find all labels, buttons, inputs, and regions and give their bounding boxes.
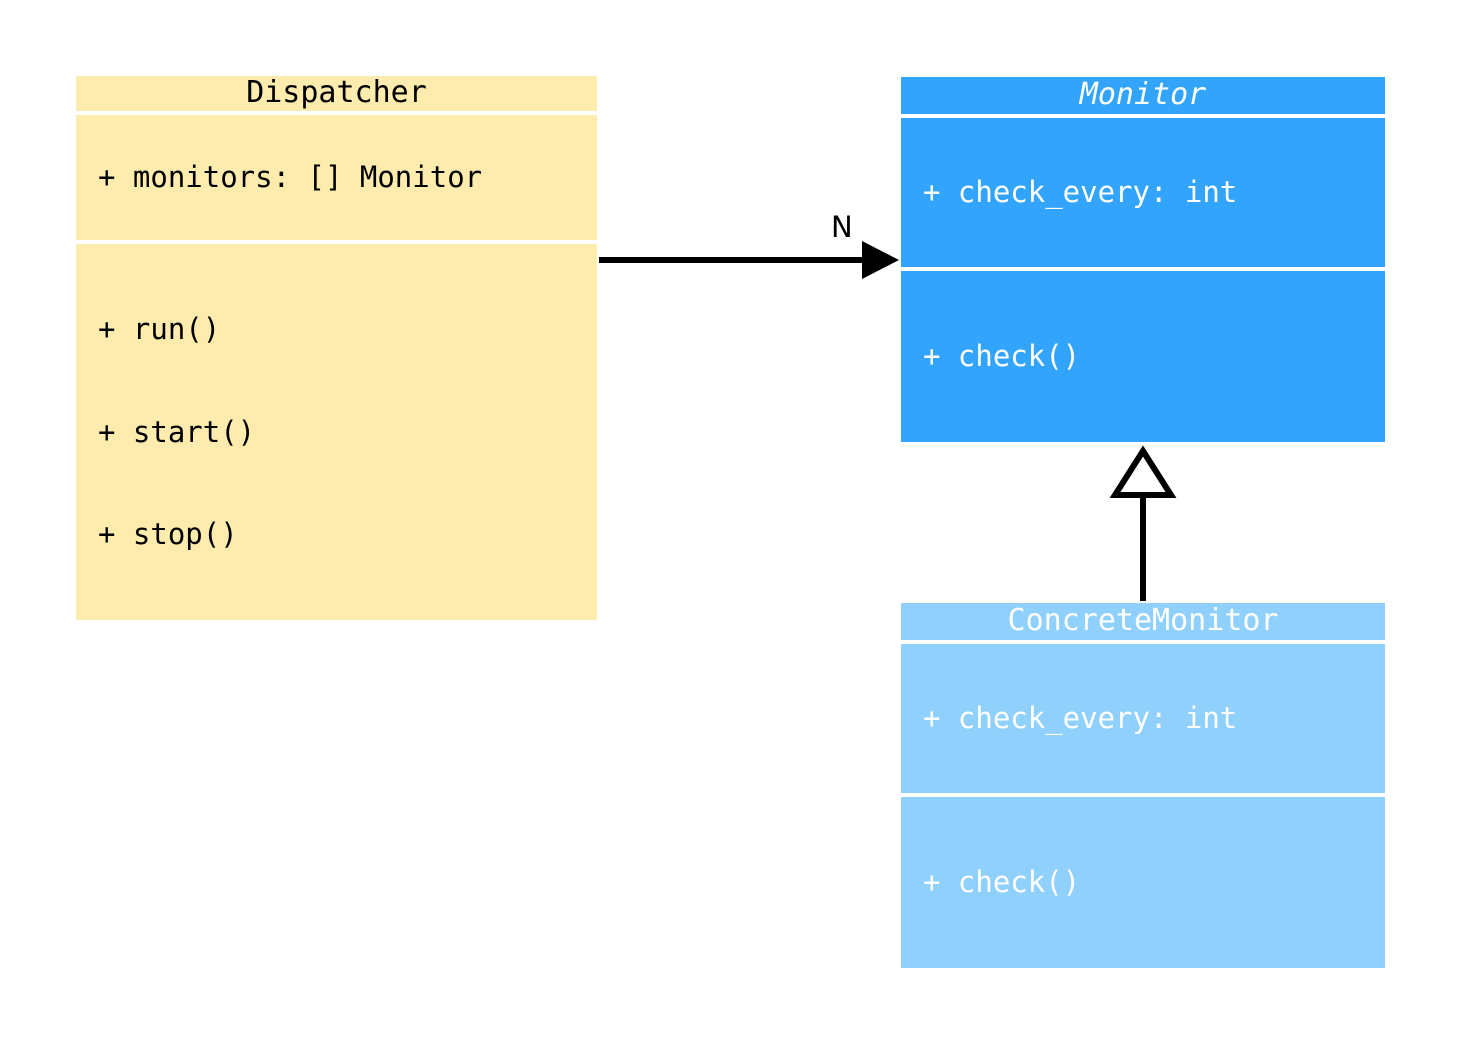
method-list-monitor: + check() (901, 271, 1385, 442)
method-item: + start() (98, 414, 256, 449)
class-attributes-dispatcher: + monitors: [] Monitor (76, 114, 597, 240)
class-header-concrete-monitor: ConcreteMonitor (901, 603, 1385, 640)
class-box-concrete-monitor[interactable]: ConcreteMonitor + check_every: int + che… (901, 603, 1385, 968)
class-header-monitor: Monitor (901, 77, 1385, 114)
class-name-dispatcher: Dispatcher (246, 75, 427, 110)
attribute-list-dispatcher: + monitors: [] Monitor (76, 91, 597, 262)
class-attributes-concrete-monitor: + check_every: int (901, 643, 1385, 793)
method-item: + run() (98, 311, 221, 346)
attribute-item: + check_every: int (923, 701, 1238, 736)
attribute-item: + check_every: int (923, 175, 1238, 210)
method-list-concrete-monitor: + check() (901, 797, 1385, 968)
relation-concrete-monitor-inherits-monitor (1109, 445, 1177, 601)
method-list-dispatcher: + run() + start() + stop() (76, 244, 597, 620)
class-methods-dispatcher: + run() + start() + stop() (76, 243, 597, 620)
class-methods-monitor: + check() (901, 270, 1385, 442)
method-item: + stop() (98, 517, 238, 552)
class-box-monitor[interactable]: Monitor + check_every: int + check() (901, 77, 1385, 442)
filled-triangle-arrowhead-icon (862, 241, 899, 279)
relation-multiplicity-label-n: N (831, 210, 853, 244)
method-item: + check() (923, 865, 1081, 900)
class-methods-concrete-monitor: + check() (901, 796, 1385, 968)
class-box-dispatcher[interactable]: Dispatcher + monitors: [] Monitor + run(… (76, 75, 597, 620)
attribute-item: + monitors: [] Monitor (98, 159, 483, 194)
attribute-list-concrete-monitor: + check_every: int (901, 633, 1385, 804)
hollow-triangle-arrowhead-icon (1109, 445, 1177, 498)
class-attributes-monitor: + check_every: int (901, 117, 1385, 267)
relation-dispatcher-to-monitor (599, 241, 899, 279)
class-name-monitor: Monitor (1079, 77, 1207, 113)
class-name-concrete-monitor: ConcreteMonitor (1007, 603, 1279, 639)
attribute-list-monitor: + check_every: int (901, 107, 1385, 278)
class-header-dispatcher: Dispatcher (76, 75, 597, 111)
method-item: + check() (923, 339, 1081, 374)
